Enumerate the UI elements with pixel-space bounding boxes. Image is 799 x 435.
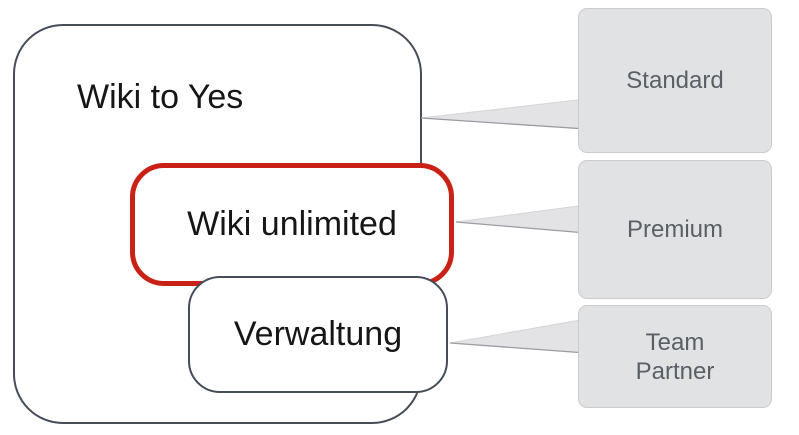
connector-wiki-unlimited-premium bbox=[455, 204, 587, 234]
bubble-verwaltung: Verwaltung bbox=[188, 276, 448, 393]
bubble-verwaltung-label: Verwaltung bbox=[233, 315, 403, 353]
tier-standard-label: Standard bbox=[626, 67, 724, 94]
bubble-wiki-unlimited: Wiki unlimited bbox=[130, 163, 454, 286]
tier-box-standard: Standard bbox=[578, 8, 772, 153]
tier-box-team-partner: Team Partner bbox=[578, 305, 772, 408]
tier-team-partner-label-line1: Team bbox=[645, 328, 705, 356]
bubble-wiki-unlimited-label: Wiki unlimited bbox=[187, 205, 397, 243]
tier-team-partner-label-line2: Partner bbox=[635, 357, 715, 385]
tier-premium-label: Premium bbox=[626, 216, 723, 243]
connector-verwaltung-team-partner bbox=[449, 318, 587, 354]
bubble-wiki-to-yes-label: Wiki to Yes bbox=[77, 78, 244, 116]
connector-wiki-to-yes-standard bbox=[420, 98, 587, 130]
tier-box-premium: Premium bbox=[578, 160, 772, 299]
